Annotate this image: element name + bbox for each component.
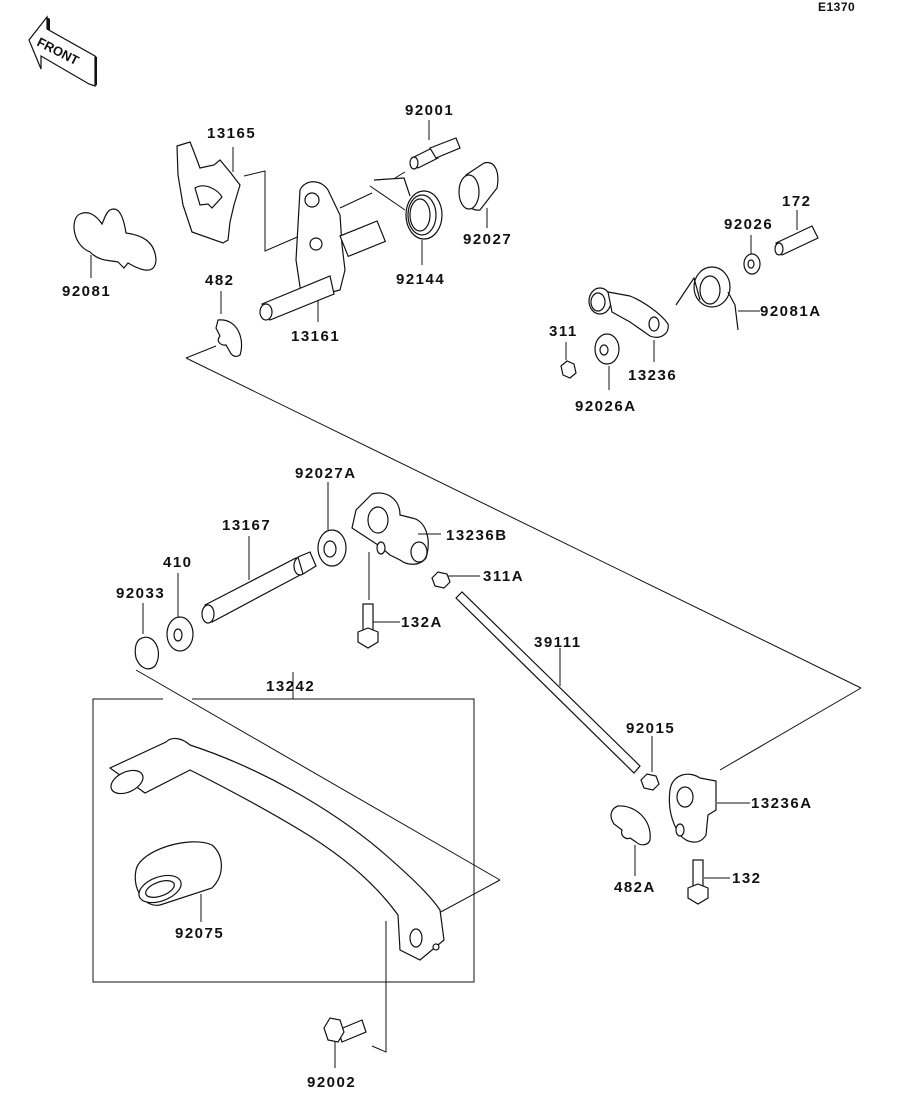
- label-172: 172: [782, 193, 812, 210]
- part-39111[interactable]: 39111: [455, 591, 641, 774]
- label-132: 132: [732, 870, 762, 887]
- part-13236[interactable]: 13236: [588, 287, 677, 384]
- label-92026A: 92026A: [575, 398, 637, 415]
- part-92027[interactable]: 92027: [458, 161, 512, 248]
- front-arrow-icon: FRONT: [28, 15, 97, 87]
- label-39111: 39111: [534, 634, 582, 651]
- part-13165[interactable]: 13165: [176, 125, 303, 252]
- label-13161: 13161: [291, 328, 340, 345]
- label-13236B: 13236B: [446, 527, 508, 544]
- part-311[interactable]: 311: [549, 323, 578, 379]
- part-172[interactable]: 172: [774, 193, 819, 256]
- part-13236B[interactable]: 13236B: [351, 492, 508, 600]
- label-482A: 482A: [614, 879, 656, 896]
- label-13242: 13242: [266, 678, 315, 695]
- label-13236A: 13236A: [751, 795, 813, 812]
- part-92002[interactable]: 92002: [307, 921, 387, 1091]
- label-410: 410: [163, 554, 193, 571]
- label-13167: 13167: [222, 517, 271, 534]
- part-92026A[interactable]: 92026A: [575, 333, 637, 415]
- part-13161[interactable]: 13161: [259, 181, 387, 345]
- label-13236: 13236: [628, 367, 677, 384]
- label-92001: 92001: [405, 102, 454, 119]
- part-482A[interactable]: 482A: [610, 805, 656, 896]
- label-13165: 13165: [207, 125, 256, 142]
- part-92144[interactable]: 92144: [369, 177, 445, 288]
- part-13242-group: 13242: [92, 669, 501, 983]
- label-92075: 92075: [175, 925, 224, 942]
- part-13167[interactable]: 13167: [201, 517, 317, 624]
- part-311A[interactable]: 311A: [431, 568, 524, 589]
- part-132A[interactable]: 132A: [357, 603, 443, 649]
- label-92026: 92026: [724, 216, 773, 233]
- part-13242[interactable]: [107, 737, 445, 961]
- label-92081: 92081: [62, 283, 111, 300]
- label-92144: 92144: [396, 271, 445, 288]
- part-92033[interactable]: 92033: [116, 585, 165, 670]
- label-92027A: 92027A: [295, 465, 357, 482]
- label-132A: 132A: [401, 614, 443, 631]
- part-92075[interactable]: 92075: [134, 841, 224, 942]
- assembly-line: [185, 357, 862, 689]
- part-132[interactable]: 132: [687, 859, 762, 905]
- part-92081A[interactable]: 92081A: [675, 266, 822, 331]
- assembly-line: [185, 345, 217, 359]
- part-410[interactable]: 410: [163, 554, 194, 652]
- label-92033: 92033: [116, 585, 165, 602]
- diagram-code: E1370: [818, 0, 855, 14]
- part-92026[interactable]: 92026: [724, 216, 773, 275]
- label-92081A: 92081A: [760, 303, 822, 320]
- label-92002: 92002: [307, 1074, 356, 1091]
- label-92015: 92015: [626, 720, 675, 737]
- label-92027: 92027: [463, 231, 512, 248]
- label-311: 311: [549, 323, 578, 340]
- label-311A: 311A: [483, 568, 524, 585]
- part-92027A[interactable]: 92027A: [295, 465, 357, 567]
- part-482[interactable]: 482: [205, 272, 243, 358]
- part-92001[interactable]: 92001: [394, 102, 461, 179]
- part-13236A[interactable]: 13236A: [668, 687, 862, 843]
- label-482: 482: [205, 272, 235, 289]
- part-92081[interactable]: 92081: [62, 208, 157, 300]
- part-92015[interactable]: 92015: [626, 720, 675, 791]
